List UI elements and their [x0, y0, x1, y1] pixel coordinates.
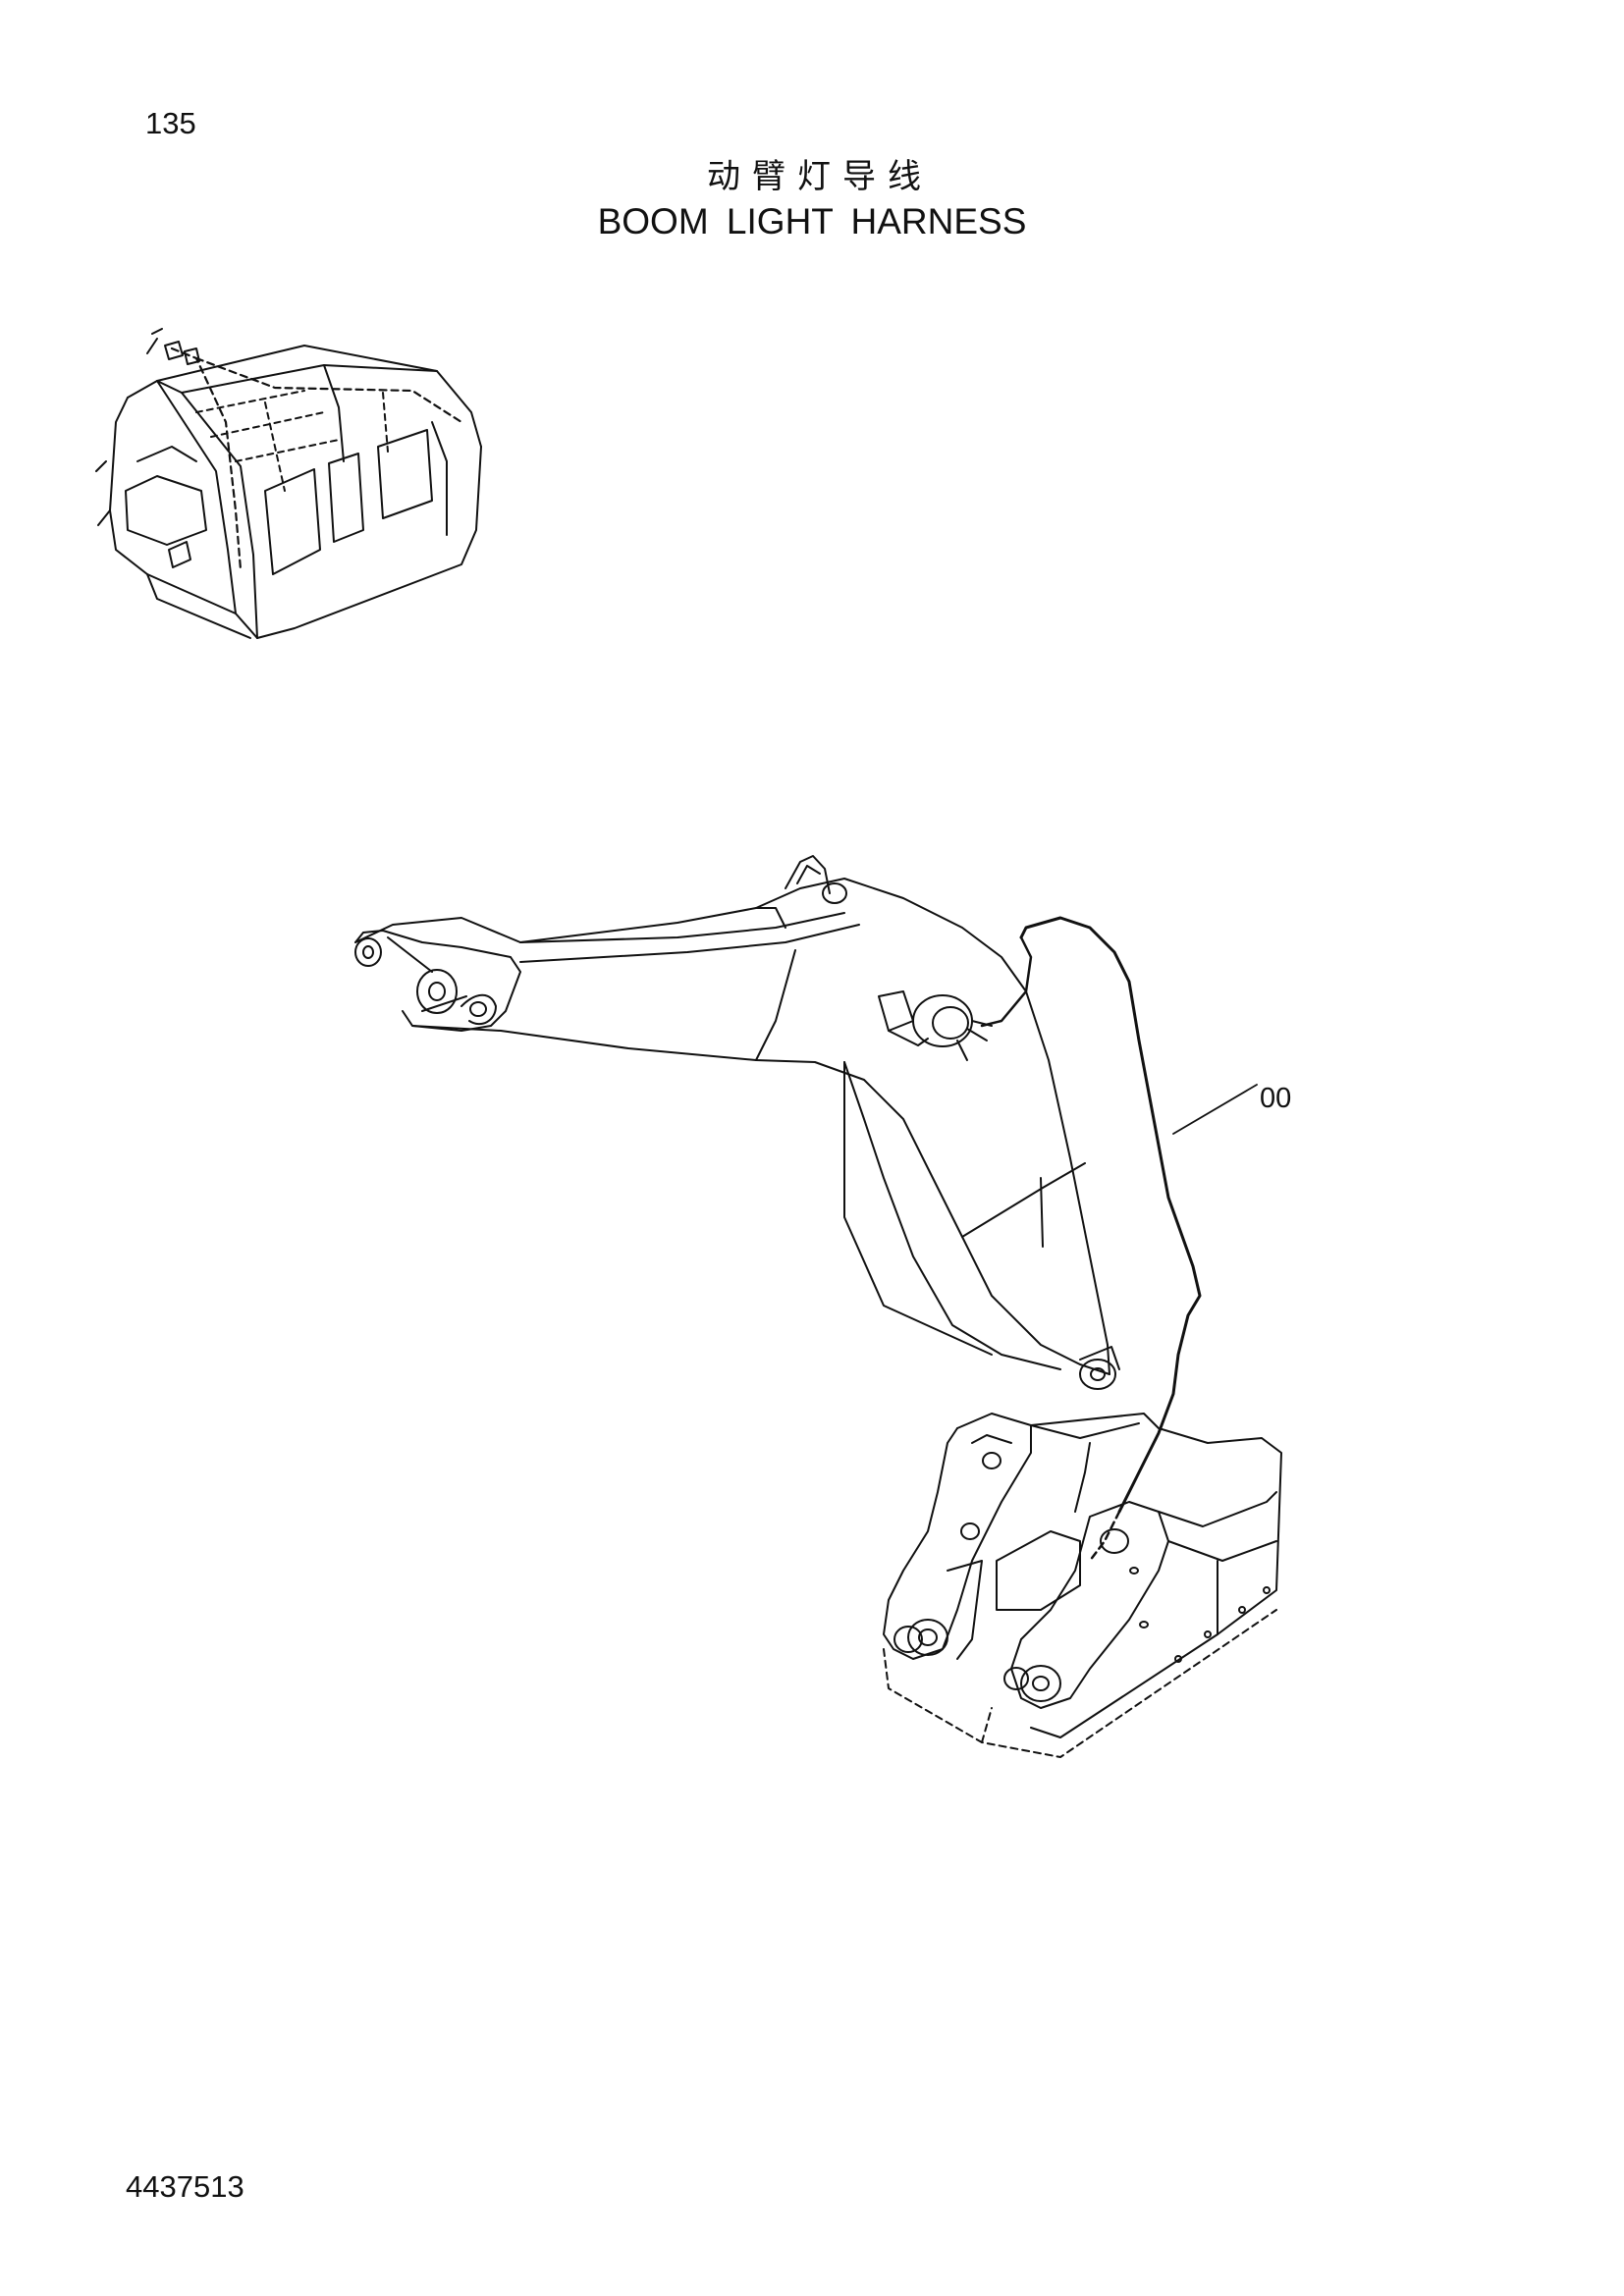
page-number: 135	[145, 106, 196, 140]
boom-light-harness	[982, 918, 1257, 1561]
document-number: 4437513	[126, 2169, 244, 2204]
title-chinese: 动臂灯导线	[707, 157, 933, 196]
title-english: BOOM LIGHT HARNESS	[597, 201, 1027, 241]
boom-mount-bracket	[884, 1414, 1281, 1757]
callout-label: 00	[1260, 1083, 1292, 1114]
boom-assembly	[355, 856, 1119, 1389]
cab-inset-view	[96, 329, 481, 638]
